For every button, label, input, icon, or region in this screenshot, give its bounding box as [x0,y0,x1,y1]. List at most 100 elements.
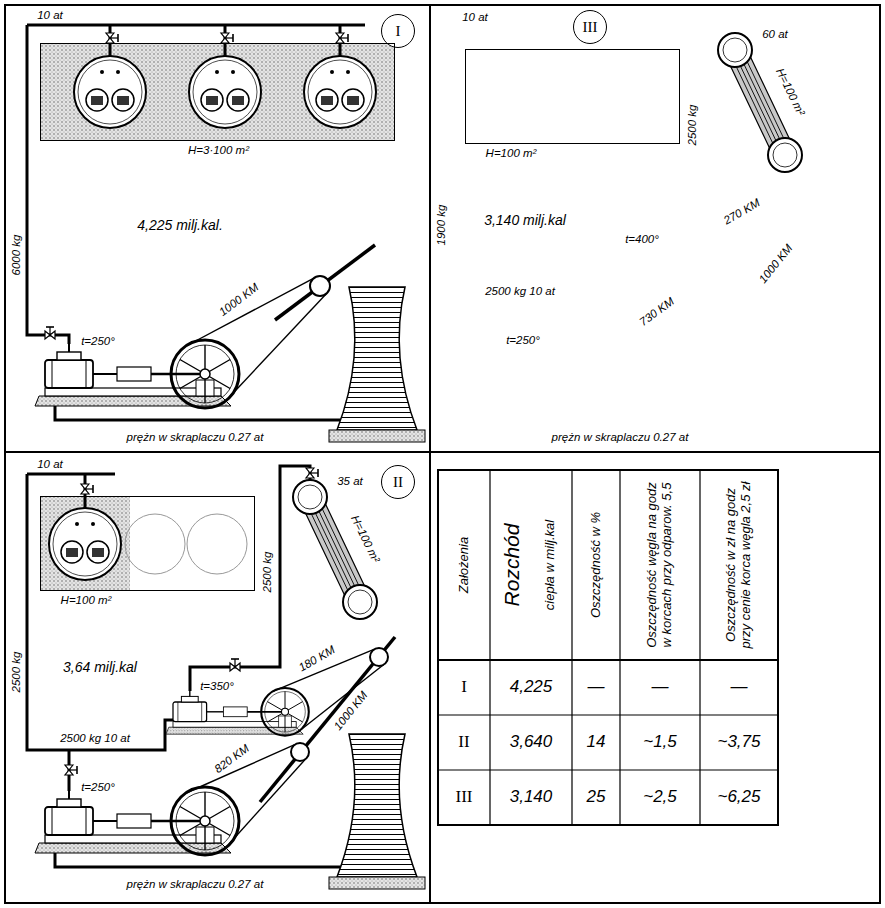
power-label: 180 KM [295,642,339,675]
power-label: 270 KM [720,195,764,228]
steam-flow-label: 2500 kg 10 at [483,285,557,298]
steam-flow-label: 2500 kg [686,103,699,148]
power-label: 1000 KM [215,280,263,321]
temperature-label: t=350° [198,680,236,693]
plant-layout [27,25,69,344]
table-cell: 25 [585,787,608,807]
boiler-drum [298,485,322,509]
temperature-label: t=250° [79,781,117,794]
boiler-house: H=3·100 m² [40,43,395,141]
panel-divider [5,5,880,903]
power-label: 730 KM [635,294,678,330]
table-cell: 14 [585,732,608,752]
illustration [27,466,425,889]
plant-layout [336,33,348,43]
table-cell: — [586,677,607,697]
boiler-tube [740,47,790,152]
plant-layout [189,56,261,128]
boiler-house: H=100 m² [465,49,680,144]
steam-flow-label: 6000 kg [10,233,23,278]
boiler-tube [730,53,780,158]
table-row-header: II [456,732,471,752]
heating-surface-label: H=100 m² [347,511,383,566]
boiler-drum [343,585,377,619]
panel-number: I [396,23,401,40]
steam-flow-label: 2500 kg [10,650,23,695]
table-header: Oszczędność w zł na godz przy cenie korc… [724,476,754,655]
table-header: Oszczędność w % [589,476,604,655]
plant-layout [27,24,365,27]
boiler-house: H=100 m² [40,496,255,591]
table-header: Oszczędność węgla na godz w korcach przy… [645,476,675,655]
boiler-drum [773,143,797,167]
boiler-tube [305,500,355,605]
table-cell: — [729,677,750,697]
table-grid [438,470,778,825]
pressure-label: 60 at [760,28,790,41]
condenser-label: prężn w skraplaczu 0.27 at [125,878,266,891]
steam-flow-label: 1900 kg [435,203,448,248]
pressure-label: 35 at [335,475,365,488]
heat-use-label: 4,225 milj.kal. [135,217,225,233]
power-label: 820 KM [210,741,253,777]
plant-layout [106,33,118,43]
table-cell: ~6,25 [715,787,762,807]
boiler-drum [343,585,377,619]
temperature-label: t=250° [504,334,542,347]
boiler-drum [718,33,752,67]
table-cell: — [650,677,671,697]
boiler-tube [315,494,365,599]
boiler-drum [348,590,372,614]
heat-use-label: 3,140 milj.kal [482,212,568,228]
panel-number: II [393,474,403,491]
heat-use-label: 3,64 milj.kal [61,659,139,675]
boiler-drum [293,480,327,514]
panel-number: III [583,19,598,36]
heating-surface-label: H=100 m² [772,64,808,119]
table-header: Rozchód [500,522,524,609]
panel-number-circle: III [573,10,607,44]
plant-layout [27,25,425,442]
panel-number-circle: II [381,465,415,499]
power-label: 1000 KM [755,240,797,287]
plant-layout [221,33,233,43]
table-row-header: III [454,787,475,807]
plant-layout [55,406,341,420]
plant-layout [40,43,395,141]
plant-layout [329,287,425,442]
plant-layout [304,56,376,128]
table-grid [438,470,778,825]
steam-flow-label: 2500 kg 10 at [58,732,132,745]
condenser-label: prężn w skraplaczu 0.27 at [125,431,266,444]
table-cell: 3,140 [508,787,555,807]
water-tube-boiler: 35 at H=100 m² [288,477,383,624]
table-cell: 3,640 [508,732,555,752]
table-header: ciepła w milj.kal [543,476,558,655]
condenser-label: prężn w skraplaczu 0.27 at [550,431,691,444]
plant-layout [310,276,330,296]
table-grid [438,470,778,825]
table-grid [438,659,778,661]
heating-surface-label: H=100 m² [59,594,114,607]
plant-layout [74,56,146,128]
pressure-label: 10 at [460,11,490,24]
table-header: Założenia [457,476,472,655]
water-tube-boiler: 60 at H=100 m² [713,30,808,177]
boiler-drum [293,480,327,514]
heating-surface-label: H=100 m² [484,147,539,160]
table-cell: ~1,5 [641,732,679,752]
heating-surface-label: H=3·100 m² [186,144,251,157]
plant-layout [110,25,340,56]
table-row-header: I [459,677,469,697]
plant-layout [45,327,55,339]
table-cell: ~2,5 [641,787,679,807]
pressure-label: 10 at [35,9,65,22]
plant-layout [184,278,314,347]
temperature-label: t=250° [79,335,117,348]
boiler-drum [768,138,802,172]
boiler-drum [768,138,802,172]
steam-flow-label: 2500 kg [261,550,274,595]
temperature-label: t=400° [623,233,661,246]
boiler-drum [718,33,752,67]
